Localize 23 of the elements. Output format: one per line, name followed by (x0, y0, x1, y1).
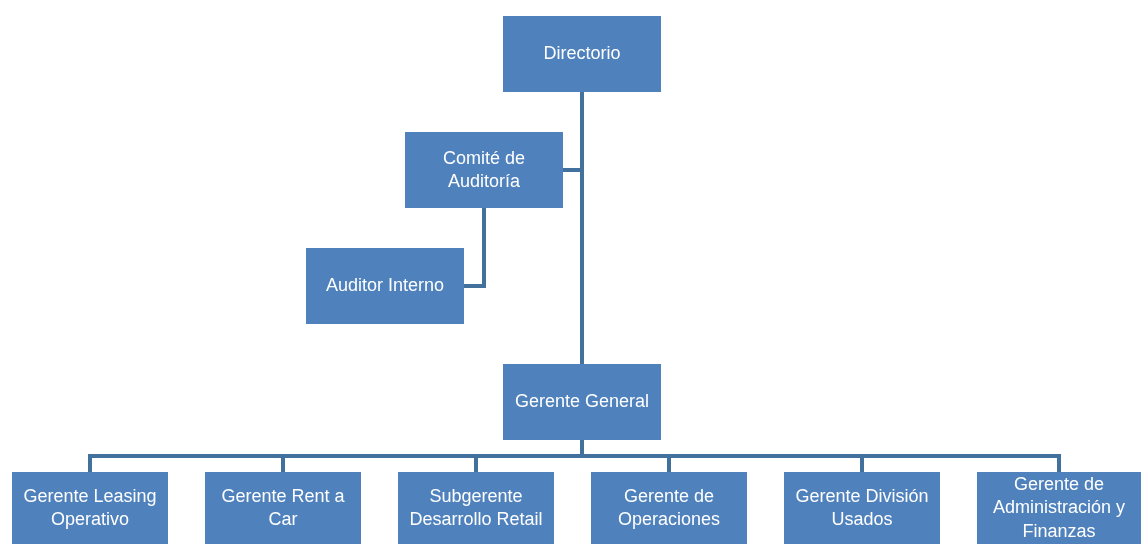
org-box (12, 472, 168, 544)
org-box (977, 472, 1141, 544)
role-title: Gerente General (514, 390, 650, 414)
org-box (205, 472, 361, 544)
role-title: Gerente Rent a Car (220, 484, 346, 531)
connector-line (580, 440, 1061, 472)
role-title: Auditor Interno (325, 274, 445, 298)
role-title: Gerente Leasing Operativo (22, 484, 158, 531)
role-title: Gerente División Usados (794, 484, 930, 531)
role-title: Comité de Auditoría (441, 146, 526, 193)
role-title: Directorio (543, 42, 621, 66)
connector-line (464, 208, 486, 288)
org-box (784, 472, 940, 544)
role-title: Gerente de Administración y Finanzas (991, 472, 1126, 543)
role-title: Gerente de Operaciones (616, 484, 722, 531)
org-box (306, 248, 464, 324)
connector-line (563, 92, 584, 172)
org-box (398, 472, 554, 544)
org-box (503, 16, 661, 92)
org-box (503, 364, 661, 440)
role-title: Subgerente Desarrollo Retail (408, 484, 544, 531)
org-box (591, 472, 747, 544)
org-box (405, 132, 563, 208)
